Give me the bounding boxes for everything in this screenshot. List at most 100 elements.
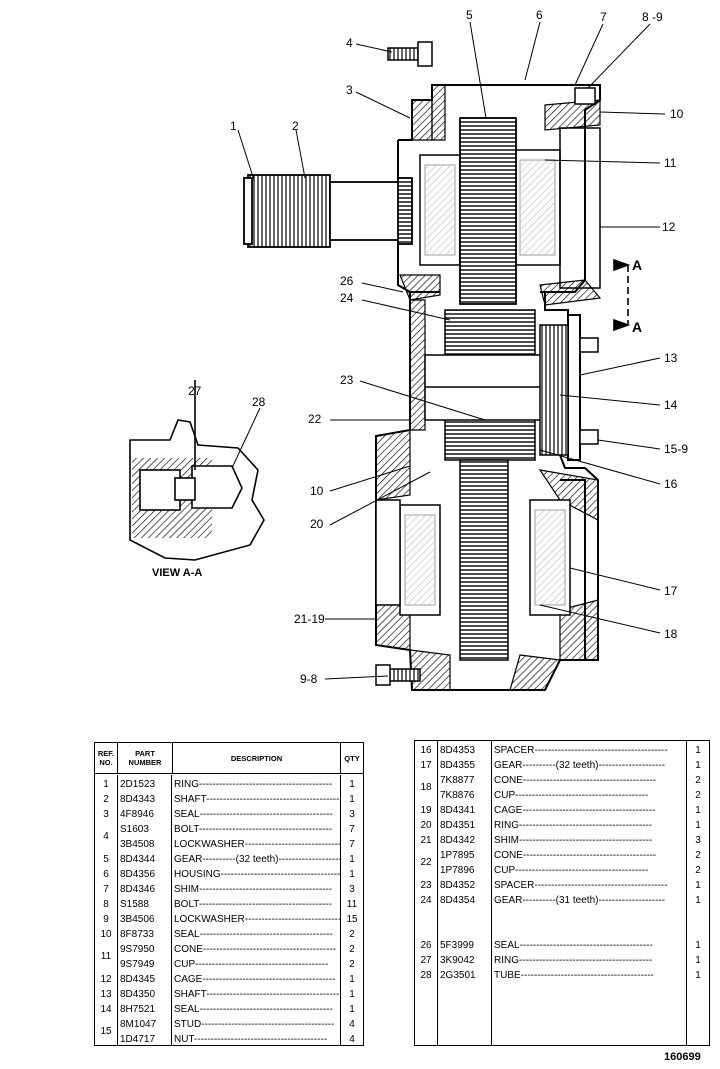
parts-table-left: REF. NO. PART NUMBER DESCRIPTION QTY 1 2D… [94, 742, 364, 1046]
description-text: HOUSING [174, 869, 221, 880]
cell-part-number: 2D1523 [120, 779, 156, 790]
transfer-gear-cross-section-drawing: 1 2 3 4 5 6 7 8 -9 10 11 12 A 26 24 A 13… [129, 8, 688, 691]
bolts [375, 41, 596, 686]
cover-studs [579, 337, 599, 445]
header-part-number: PART NUMBER [118, 743, 173, 773]
cell-description: TUBE------------------------------------… [491, 968, 687, 983]
cell-qty: 15 [346, 914, 358, 925]
callout-12: 12 [662, 220, 676, 234]
cell-qty: 3 [349, 884, 355, 895]
cell-qty: 7 [349, 839, 355, 850]
cell-part-number: 8F8733 [120, 929, 154, 940]
description-text: CONE [174, 944, 203, 955]
callout-a-top: A [632, 257, 642, 273]
cell-part-number: 4F8946 [120, 809, 154, 820]
cell-description: RING------------------------------------… [491, 953, 687, 968]
parts-row: 1P7896 CUP-------------------------------… [415, 863, 709, 878]
cell-part-number: S1588 [120, 899, 149, 910]
description-text: SHIM [494, 835, 519, 846]
description-text: CUP [494, 865, 516, 876]
leader-dots: ---------------------------------------- [244, 914, 341, 925]
leader-dots: ---------------------------------------- [534, 880, 668, 891]
merged-ref-no: 11 [100, 951, 112, 962]
cell-part-number: 1D4717 [120, 1034, 156, 1045]
leader-dots: ---------------------------------------- [199, 1004, 333, 1015]
cell-description: CONE------------------------------------… [491, 773, 687, 788]
cell-qty: 7 [349, 824, 355, 835]
cell-part-number: 3B4506 [120, 914, 155, 925]
leader-dots: ---------------------------------------- [244, 839, 341, 850]
callout-24: 24 [340, 291, 354, 305]
description-text: TUBE [494, 970, 521, 981]
description-text: CAGE [174, 974, 203, 985]
cell-ref-no: 13 [100, 989, 112, 1000]
description-text: SPACER [494, 880, 535, 891]
callout-9-8: 9-8 [300, 672, 318, 686]
header-ref-no: REF. NO. [95, 743, 118, 773]
cell-qty: 4 [349, 1019, 355, 1030]
parts-rows-left: 1 2D1523 RING-----------------------------… [95, 775, 363, 1045]
callout-labels: 1 2 3 4 5 6 7 8 -9 10 11 12 A 26 24 A 13… [152, 8, 688, 686]
cell-description: CUP-------------------------------------… [171, 957, 341, 972]
description-text: CUP [174, 959, 196, 970]
input-shaft [243, 174, 413, 248]
cell-qty: 1 [695, 955, 701, 966]
cell-qty: 2 [695, 865, 701, 876]
description-note: (32 teeth) [555, 760, 599, 771]
lower-gear-and-bearings [375, 459, 571, 661]
cell-qty: 2 [695, 775, 701, 786]
cell-part-number: 1P7896 [440, 865, 475, 876]
cell-description: CUP-------------------------------------… [491, 788, 687, 803]
leader-dots: ---------------------------------------- [515, 865, 649, 876]
cell-qty: 1 [695, 970, 701, 981]
description-text: SEAL [174, 929, 200, 940]
cell-part-number: 8D4345 [120, 974, 156, 985]
description-text: SHAFT [174, 794, 207, 805]
cell-qty: 1 [695, 745, 701, 756]
cell-qty: 1 [349, 779, 355, 790]
cell-ref-no: 19 [420, 805, 432, 816]
cell-description: SHAFT-----------------------------------… [171, 987, 341, 1002]
cell-part-number: 7K8876 [440, 790, 475, 801]
cell-ref-no: 23 [420, 880, 432, 891]
cell-part-number: 8D4351 [440, 820, 476, 831]
callout-18: 18 [664, 627, 678, 641]
leader-dots: ---------------------------------------- [522, 775, 657, 786]
cell-description: RING------------------------------------… [491, 818, 687, 833]
column-divider [340, 775, 341, 1045]
cell-part-number: 3K9042 [440, 955, 475, 966]
cell-part-number: 8D4355 [440, 760, 476, 771]
cell-qty: 1 [695, 805, 701, 816]
leader-dots: ---------- [522, 895, 556, 906]
cell-qty [687, 908, 709, 923]
cell-qty: 2 [349, 959, 355, 970]
callout-23: 23 [340, 373, 354, 387]
leader-dots: ---------------------------------------- [519, 940, 653, 951]
figure-number: 160699 [664, 1051, 701, 1063]
cell-description: HOUSING---------------------------------… [171, 867, 341, 882]
callout-3: 3 [346, 83, 353, 97]
leader-dots: -------------------- [598, 895, 666, 906]
cell-description [491, 923, 687, 938]
callout-6: 6 [536, 8, 543, 22]
callout-2: 2 [292, 119, 299, 133]
leader-dots: ---------------------------------------- [522, 805, 656, 816]
leader-dots: ---------------------------------------- [202, 974, 336, 985]
description-text: SHIM [174, 884, 199, 895]
cell-description: LOCKWASHER------------------------------… [171, 837, 341, 852]
cell-description: RING------------------------------------… [171, 777, 341, 792]
cell-qty: 4 [349, 1034, 355, 1045]
cell-description: NUT-------------------------------------… [171, 1032, 341, 1047]
leader-dots: -------------------- [598, 760, 666, 771]
leader-lines [194, 21, 666, 680]
cell-part-number: 8M1047 [120, 1019, 157, 1030]
description-text: SHAFT [174, 989, 207, 1000]
parts-table-header: REF. NO. PART NUMBER DESCRIPTION QTY [95, 743, 363, 774]
